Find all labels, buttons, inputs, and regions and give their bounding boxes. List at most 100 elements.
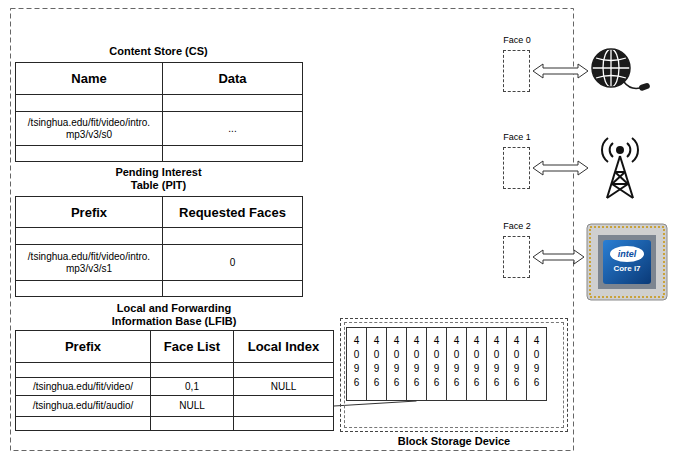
- face-outline: [503, 236, 530, 278]
- table-cell: /tsinghua.edu/fit/audio/: [16, 396, 151, 417]
- table-row: Prefix Requested Faces: [16, 197, 303, 228]
- table-cell: [16, 146, 163, 162]
- storage-block: 4 0 9 6: [386, 327, 407, 401]
- table-row: Prefix Face List Local Index: [16, 331, 334, 363]
- table-cell: [151, 363, 234, 378]
- table-cell: [163, 228, 303, 245]
- table-cell: /tsinghua.edu/fit/video/intro. mp3/v3/s0: [16, 112, 163, 146]
- column-header: Local Index: [248, 339, 320, 354]
- table-row: /tsinghua.edu/fit/video/intro. mp3/v3/s0…: [16, 112, 303, 146]
- table-cell-text: 0: [230, 257, 236, 268]
- block-size-text: 4 0 9 6: [412, 334, 422, 390]
- storage-caption: Block Storage Device: [341, 435, 567, 448]
- face-outline: [503, 50, 530, 92]
- table-row: [16, 146, 303, 162]
- router-boundary: [11, 9, 574, 451]
- cpu-chip-icon: [587, 224, 667, 300]
- table-cell: [16, 417, 151, 431]
- table-row: /tsinghua.edu/fit/video/0,1 NULL: [16, 378, 334, 396]
- face-label: Face 0: [497, 34, 537, 48]
- table-grid: Name Data/tsinghua.edu/fit/video/intro. m…: [15, 62, 303, 162]
- table-cell-text: NULL: [179, 400, 205, 411]
- table-row: /tsinghua.edu/fit/audio/NULL: [16, 396, 334, 417]
- table-box: Local and Forwarding Information Base (L…: [15, 300, 334, 431]
- table-cell: [163, 146, 303, 162]
- storage-block: 4 0 9 6: [526, 327, 547, 401]
- table-row: [16, 228, 303, 245]
- table-cell: Requested Faces: [163, 197, 303, 228]
- block-size-text: 4 0 9 6: [472, 334, 482, 390]
- storage-block: 4 0 9 6: [346, 327, 367, 401]
- table-cell: Local Index: [234, 331, 334, 363]
- table-cell: /tsinghua.edu/fit/video/: [16, 378, 151, 396]
- table-cell: Name: [16, 63, 163, 95]
- face-outline: [503, 147, 530, 189]
- double-arrow: [533, 250, 584, 264]
- face-box: Face 2: [497, 220, 537, 278]
- storage-block: 4 0 9 6: [466, 327, 487, 401]
- table-cell: NULL: [151, 396, 234, 417]
- table-title: Pending Interest Table (PIT): [104, 166, 214, 192]
- table-cell: [16, 228, 163, 245]
- storage-block: 4 0 9 6: [486, 327, 507, 401]
- table-cell: ...: [163, 112, 303, 146]
- storage-block: 4 0 9 6: [506, 327, 527, 401]
- table-cell: [16, 363, 151, 378]
- table-cell: 0: [163, 245, 303, 281]
- storage-device-box: 4 0 9 64 0 9 64 0 9 64 0 9 64 0 9 64 0 9…: [340, 318, 568, 432]
- storage-block: 4 0 9 6: [446, 327, 467, 401]
- table-cell: /tsinghua.edu/fit/video/intro. mp3/v3/s1: [16, 245, 163, 281]
- table-cell: Prefix: [16, 197, 163, 228]
- table-cell: [234, 396, 334, 417]
- table-box: Pending Interest Table (PIT) Prefix Reques…: [15, 162, 303, 297]
- index-pointer-line: [334, 401, 417, 406]
- block-size-text: 4 0 9 6: [392, 334, 402, 390]
- table-row: [16, 417, 334, 431]
- table-heading-area: Pending Interest Table (PIT): [15, 162, 302, 196]
- table-cell-text: /tsinghua.edu/fit/video/: [33, 381, 133, 392]
- block-size-text: 4 0 9 6: [452, 334, 462, 390]
- table-grid: Prefix Requested Faces/tsinghua.edu/fit/v…: [15, 196, 303, 297]
- column-header: Requested Faces: [179, 205, 286, 220]
- table-row: Name Data: [16, 63, 303, 95]
- table-cell: [16, 95, 163, 112]
- table-cell: [234, 363, 334, 378]
- table-row: [16, 95, 303, 112]
- table-cell: [151, 417, 234, 431]
- table-title: Content Store (CS): [109, 45, 207, 58]
- column-header: Prefix: [71, 205, 107, 220]
- face-label: Face 1: [497, 131, 537, 145]
- table-cell-text: /tsinghua.edu/fit/audio/: [33, 400, 134, 411]
- table-cell: NULL: [234, 378, 334, 396]
- tower-icon: [602, 138, 638, 198]
- table-cell: 0,1: [151, 378, 234, 396]
- column-header: Face List: [164, 339, 220, 354]
- table-cell-text: /tsinghua.edu/fit/video/intro. mp3/v3/s1: [28, 251, 150, 274]
- storage-block: 4 0 9 6: [366, 327, 387, 401]
- table-heading-area: Content Store (CS): [15, 40, 302, 62]
- table-cell: [16, 281, 163, 297]
- table-cell-text: 0,1: [185, 381, 199, 392]
- globe-icon: [592, 49, 651, 92]
- table-grid: Prefix Face List Local Index/tsinghua.edu/…: [15, 330, 334, 431]
- storage-block: 4 0 9 6: [426, 327, 447, 401]
- table-cell: Prefix: [16, 331, 151, 363]
- column-header: Name: [71, 71, 106, 86]
- column-header: Data: [218, 71, 246, 86]
- block-size-text: 4 0 9 6: [372, 334, 382, 390]
- storage-block: 4 0 9 6: [406, 327, 427, 401]
- face-box: Face 1: [497, 131, 537, 189]
- table-cell: [163, 281, 303, 297]
- table-title: Local and Forwarding Information Base (L…: [99, 302, 249, 328]
- table-row: [16, 363, 334, 378]
- column-header: Prefix: [65, 339, 101, 354]
- chip-logo-text: intel: [607, 248, 647, 260]
- face-label: Face 2: [497, 220, 537, 234]
- face-box: Face 0: [497, 34, 537, 92]
- table-box: Content Store (CS)Name Data/tsinghua.edu/…: [15, 40, 303, 162]
- block-size-text: 4 0 9 6: [432, 334, 442, 390]
- double-arrow: [533, 161, 588, 175]
- table-cell: [234, 417, 334, 431]
- table-cell: Face List: [151, 331, 234, 363]
